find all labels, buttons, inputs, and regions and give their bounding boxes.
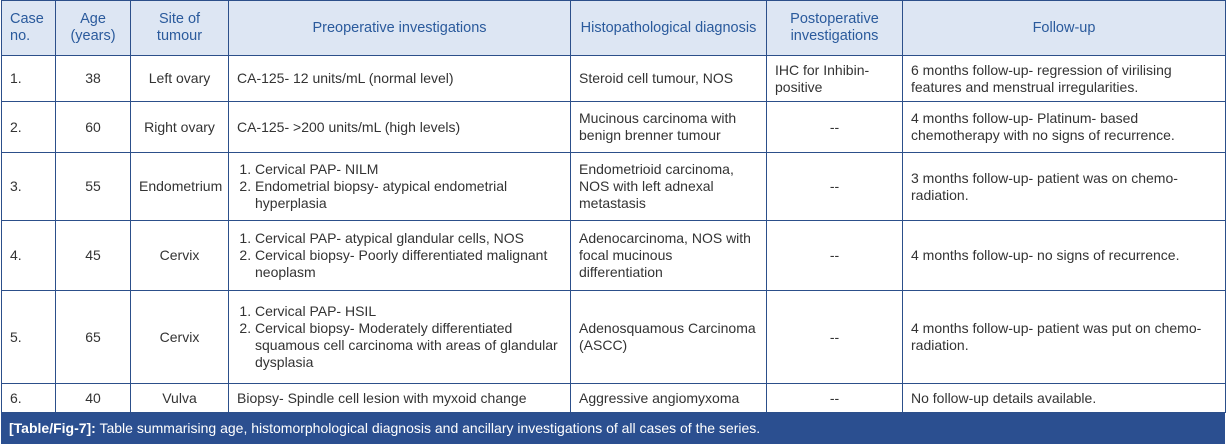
header-row: Case no. Age (years) Site of tumour Preo…: [1, 0, 1226, 56]
preop-item: Cervical biopsy- Poorly differentiated m…: [255, 247, 562, 281]
header-preop: Preoperative investigations: [228, 0, 571, 56]
caption-text: Table summarising age, histomorphologica…: [95, 420, 761, 436]
cell-age: 65: [55, 290, 131, 384]
preop-item: CA-125- 12 units/mL (normal level): [237, 70, 454, 86]
cell-age: 40: [55, 383, 131, 413]
table-caption: [Table/Fig-7]: Table summarising age, hi…: [1, 413, 1225, 444]
cell-histo: Adenocarcinoma, NOS with focal mucinous …: [570, 220, 767, 291]
table-row: 5.65CervixCervical PAP- HSILCervical bio…: [1, 290, 1226, 384]
cell-postop: IHC for Inhibin- positive: [766, 55, 903, 102]
cell-site: Cervix: [130, 220, 229, 291]
cell-case: 4.: [1, 220, 56, 291]
header-followup: Follow-up: [902, 0, 1226, 56]
cell-case: 3.: [1, 152, 56, 221]
cell-histo: Mucinous carcinoma with benign brenner t…: [570, 101, 767, 153]
cell-postop: --: [766, 101, 903, 153]
cell-case: 1.: [1, 55, 56, 102]
cell-age: 38: [55, 55, 131, 102]
cell-histo: Endometrioid carcinoma, NOS with left ad…: [570, 152, 767, 221]
preop-item: Cervical biopsy- Moderately differentiat…: [255, 320, 562, 371]
cell-preop: Cervical PAP- NILMEndometrial biopsy- at…: [228, 152, 571, 221]
cell-preop: Cervical PAP- atypical glandular cells, …: [228, 220, 571, 291]
header-postop: Postoperative investigations: [766, 0, 903, 56]
cell-case: 6.: [1, 383, 56, 413]
cell-postop: --: [766, 290, 903, 384]
cell-site: Right ovary: [130, 101, 229, 153]
header-site: Site of tumour: [130, 0, 229, 56]
cell-histo: Aggressive angiomyxoma: [570, 383, 767, 413]
cell-site: Cervix: [130, 290, 229, 384]
case-summary-table: Case no. Age (years) Site of tumour Preo…: [1, 0, 1226, 413]
cell-case: 2.: [1, 101, 56, 153]
cell-age: 45: [55, 220, 131, 291]
cell-site: Left ovary: [130, 55, 229, 102]
preop-item: Cervical PAP- atypical glandular cells, …: [255, 230, 562, 247]
cell-preop: CA-125- 12 units/mL (normal level): [228, 55, 571, 102]
cell-postop: --: [766, 152, 903, 221]
cell-histo: Adenosquamous Carcinoma (ASCC): [570, 290, 767, 384]
cell-age: 60: [55, 101, 131, 153]
cell-preop: CA-125- >200 units/mL (high levels): [228, 101, 571, 153]
cell-case: 5.: [1, 290, 56, 384]
cell-site: Endometrium: [130, 152, 229, 221]
preop-item: Endometrial biopsy- atypical endometrial…: [255, 178, 562, 212]
cell-followup: 6 months follow-up- regression of virili…: [902, 55, 1226, 102]
preop-item: Cervical PAP- HSIL: [255, 303, 562, 320]
cell-histo: Steroid cell tumour, NOS: [570, 55, 767, 102]
cell-site: Vulva: [130, 383, 229, 413]
preop-item: Biopsy- Spindle cell lesion with myxoid …: [237, 389, 527, 406]
table-row: 3.55EndometriumCervical PAP- NILMEndomet…: [1, 152, 1226, 221]
cell-followup: 4 months follow-up- patient was put on c…: [902, 290, 1226, 384]
preop-item: CA-125- >200 units/mL (high levels): [237, 118, 461, 135]
caption-label: [Table/Fig-7]:: [9, 420, 96, 436]
preop-list: Cervical PAP- NILMEndometrial biopsy- at…: [237, 161, 562, 212]
cell-followup: 4 months follow-up- no signs of recurren…: [902, 220, 1226, 291]
preop-list: Cervical PAP- HSILCervical biopsy- Moder…: [237, 303, 562, 371]
cell-followup: 3 months follow-up- patient was on chemo…: [902, 152, 1226, 221]
cell-followup: No follow-up details available.: [902, 383, 1226, 413]
cell-followup: 4 months follow-up- Platinum- based chem…: [902, 101, 1226, 153]
cell-postop: --: [766, 220, 903, 291]
header-case-no: Case no.: [1, 0, 56, 56]
preop-item: Cervical PAP- NILM: [255, 161, 562, 178]
header-histo: Histopathological diagnosis: [570, 0, 767, 56]
header-age: Age (years): [55, 0, 131, 56]
preop-list: Cervical PAP- atypical glandular cells, …: [237, 230, 562, 281]
cell-preop: Biopsy- Spindle cell lesion with myxoid …: [228, 383, 571, 413]
cell-preop: Cervical PAP- HSILCervical biopsy- Moder…: [228, 290, 571, 384]
cell-age: 55: [55, 152, 131, 221]
cell-postop: --: [766, 383, 903, 413]
